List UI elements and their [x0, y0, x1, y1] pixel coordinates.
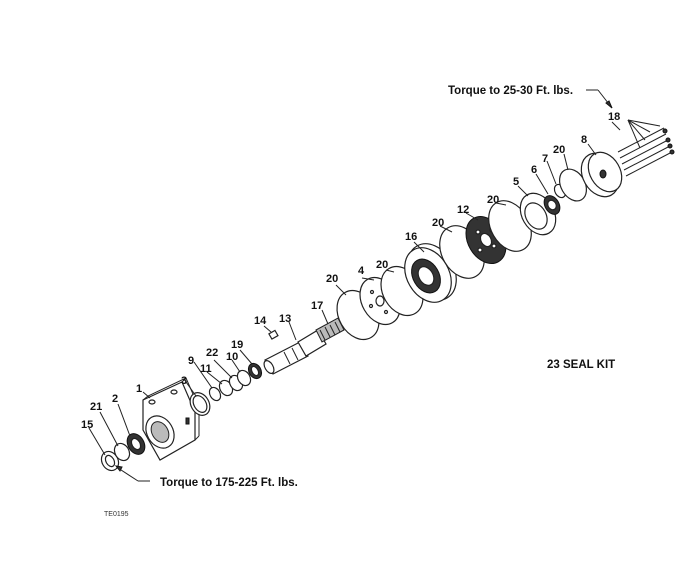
- torque-bottom-note: Torque to 175-225 Ft. lbs.: [160, 477, 298, 489]
- callout-12: 12: [457, 204, 469, 216]
- callout-8: 8: [581, 134, 587, 146]
- callout-10: 10: [226, 351, 238, 363]
- part-19-seal: [247, 362, 263, 380]
- part-10-ring: [236, 369, 252, 387]
- callout-20-e: 20: [553, 144, 565, 156]
- part-1-housing: [142, 377, 200, 461]
- callout-labels: 1 2 3 4 5 6 7 8 9 10 11 12 13 14 15 16 1…: [81, 111, 620, 431]
- callout-11: 11: [200, 363, 212, 375]
- torque-bottom-arrow: [114, 465, 150, 482]
- callout-17: 17: [311, 300, 323, 312]
- callout-2: 2: [112, 393, 118, 405]
- leader-lines: [88, 121, 621, 456]
- callout-19: 19: [231, 339, 243, 351]
- part-18-bolts: [617, 119, 675, 177]
- callout-7: 7: [542, 153, 548, 165]
- callout-9: 9: [188, 355, 194, 367]
- part-2-bearing: [126, 433, 146, 455]
- part-8-end-cover: [580, 151, 623, 198]
- callout-16: 16: [405, 231, 417, 243]
- torque-top-note: Torque to 25-30 Ft. lbs.: [448, 85, 573, 97]
- part-6-bearing: [543, 195, 561, 215]
- callout-18: 18: [608, 111, 620, 123]
- part-3-seal: [189, 392, 211, 416]
- callout-3: 3: [181, 375, 187, 387]
- callout-13: 13: [279, 313, 291, 325]
- callout-15: 15: [81, 419, 93, 431]
- figure-id: TE0195: [104, 511, 129, 518]
- callout-22: 22: [206, 347, 218, 359]
- callout-6: 6: [531, 164, 537, 176]
- callout-1: 1: [136, 383, 142, 395]
- callout-20-c: 20: [432, 217, 444, 229]
- part-14-key: [268, 329, 279, 340]
- torque-top-arrow: [586, 89, 613, 109]
- callout-4: 4: [358, 265, 365, 277]
- callout-20-a: 20: [326, 273, 338, 285]
- callout-5: 5: [513, 176, 519, 188]
- seal-kit-note: 23 SEAL KIT: [547, 359, 615, 371]
- callout-21: 21: [90, 401, 102, 413]
- callout-20-d: 20: [487, 194, 499, 206]
- callout-14: 14: [254, 315, 267, 327]
- callout-20-b: 20: [376, 259, 388, 271]
